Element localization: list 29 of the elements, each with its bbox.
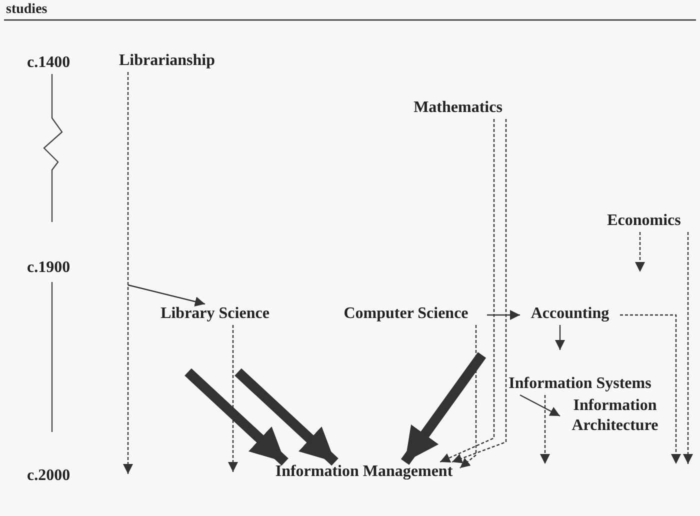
topic-label: Library Science [145,304,285,325]
arrow [520,394,560,417]
dotted-arrow [228,325,238,472]
time-label: c.1400 [27,53,70,73]
dotted-arrow [452,119,507,464]
thick-arrow [234,368,338,466]
dotted-arrow [540,395,550,464]
topic-label: Economics [596,211,692,232]
section-heading: studies [6,1,48,19]
topic-label: Mathematics [400,98,516,119]
dotted-arrow [683,232,693,464]
topic-label: Librarianship [118,51,216,72]
time-label: c.1900 [27,258,70,278]
time-label: c.2000 [27,466,70,486]
arrow [128,284,206,306]
arrow [487,310,520,320]
dotted-arrow [620,314,681,464]
topic-label: Information Systems [490,374,670,395]
dotted-arrow [460,325,477,468]
thick-arrow [184,368,288,466]
dotted-arrow [123,72,133,474]
topic-label: Information Management [268,462,460,484]
dotted-arrow [440,119,495,463]
topic-label: Information Architecture [560,396,670,438]
topic-label: Computer Science [325,304,487,325]
topic-label: Accounting [520,304,620,325]
thick-arrow [400,352,486,465]
arrow [555,325,565,350]
dotted-arrow [635,232,645,272]
